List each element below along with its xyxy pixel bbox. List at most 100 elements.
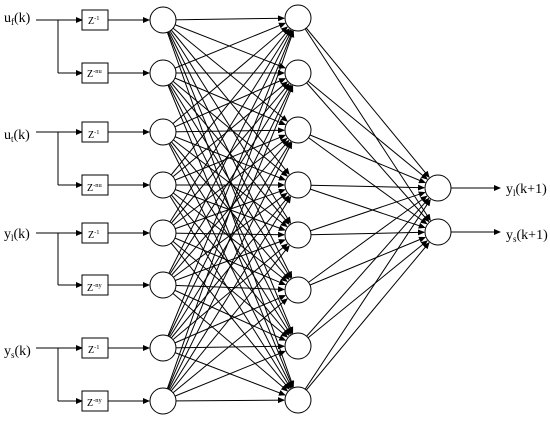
connection-line — [162, 72, 288, 177]
delay-box — [81, 390, 109, 412]
connection-line — [162, 284, 287, 341]
connection-line — [162, 78, 287, 133]
connection-line — [162, 19, 290, 175]
hidden-output-connections — [297, 17, 431, 401]
connection-line — [162, 85, 294, 402]
connection-line — [162, 284, 289, 392]
connection-line — [297, 197, 430, 347]
connection-line — [162, 131, 286, 181]
connection-line — [162, 22, 286, 74]
connection-line — [297, 72, 428, 180]
delay-label-5: Z-1 — [88, 229, 100, 241]
connection-line — [162, 245, 290, 402]
connection-line — [162, 350, 286, 402]
connection-line — [297, 184, 426, 229]
connection-line — [162, 26, 289, 133]
connection-line — [162, 29, 292, 234]
connection-line — [162, 196, 292, 402]
connection-line — [162, 141, 293, 402]
connection-line — [162, 30, 295, 402]
connection-line — [162, 284, 286, 293]
input-neuron — [149, 387, 177, 415]
hidden-neuron — [284, 4, 312, 32]
connection-line — [162, 195, 290, 349]
hidden-neuron — [284, 116, 312, 144]
input-neuron — [149, 6, 177, 34]
delay-box — [81, 174, 109, 196]
delay-box — [81, 337, 109, 359]
input-neuron — [149, 334, 177, 362]
connection-line — [162, 295, 287, 349]
connection-line — [162, 19, 295, 388]
connection-line — [297, 195, 428, 291]
hidden-neuron — [284, 276, 312, 304]
connection-line — [162, 184, 286, 231]
delay-label-8: Z-ny — [87, 397, 103, 409]
connection-line — [162, 192, 288, 286]
input-neuron — [149, 118, 177, 146]
connection-line — [297, 72, 430, 223]
connection-line — [162, 347, 286, 396]
connection-line — [162, 72, 293, 335]
connection-line — [162, 72, 292, 279]
output-neuron — [424, 218, 452, 246]
delay-box — [81, 9, 109, 31]
hidden-neuron — [284, 332, 312, 360]
hidden-neuron — [284, 171, 312, 199]
hidden-neuron — [284, 221, 312, 249]
delay-blocks — [81, 9, 109, 412]
connection-line — [297, 129, 428, 225]
delay-label-1: Z-1 — [88, 15, 100, 27]
connection-line — [297, 17, 430, 178]
input-neuron — [149, 171, 177, 199]
output-neuron — [424, 174, 452, 202]
delay-label-6: Z-ny — [87, 282, 103, 294]
connection-line — [297, 236, 426, 291]
input-label-ys: ys(k) — [4, 344, 31, 360]
input-label-yl: yl(k) — [4, 227, 30, 243]
connection-line — [162, 137, 288, 234]
input-label-ut: ut(k) — [4, 128, 30, 144]
connection-line — [162, 72, 290, 226]
delay-label-4: Z-nu — [87, 182, 103, 194]
output-label-ys: ys(k+1) — [506, 228, 548, 244]
connection-line — [162, 231, 286, 238]
input-neuron — [149, 219, 177, 247]
connection-line — [162, 239, 286, 286]
neuron-nodes — [149, 4, 452, 415]
connection-line — [162, 72, 287, 126]
input-hidden-connections — [162, 15, 295, 404]
delay-box — [81, 121, 109, 143]
connection-line — [297, 129, 426, 184]
connection-line — [162, 83, 292, 286]
connection-line — [297, 184, 426, 191]
connection-line — [297, 198, 431, 401]
connection-line — [162, 131, 292, 336]
delay-label-2: Z-nu — [87, 68, 103, 80]
connection-line — [162, 82, 290, 234]
connection-line — [162, 243, 289, 349]
input-neuron — [149, 271, 177, 299]
connection-line — [162, 19, 288, 122]
connection-line — [297, 17, 431, 222]
connection-line — [162, 298, 288, 402]
connection-line — [297, 191, 426, 236]
connection-line — [162, 15, 286, 22]
connection-line — [162, 139, 290, 286]
delay-box — [81, 274, 109, 296]
connection-line — [162, 232, 290, 390]
connection-line — [297, 229, 426, 236]
connection-line — [162, 28, 290, 186]
connection-line — [162, 343, 286, 350]
connection-line — [297, 241, 430, 401]
connection-line — [162, 397, 286, 404]
connection-line — [297, 240, 428, 347]
connection-line — [162, 29, 293, 286]
connection-line — [162, 127, 286, 134]
connection-line — [162, 19, 292, 224]
delay-box — [81, 62, 109, 84]
delay-box — [81, 222, 109, 244]
hidden-neuron — [284, 59, 312, 87]
output-label-yl: yl(k+1) — [506, 182, 547, 198]
